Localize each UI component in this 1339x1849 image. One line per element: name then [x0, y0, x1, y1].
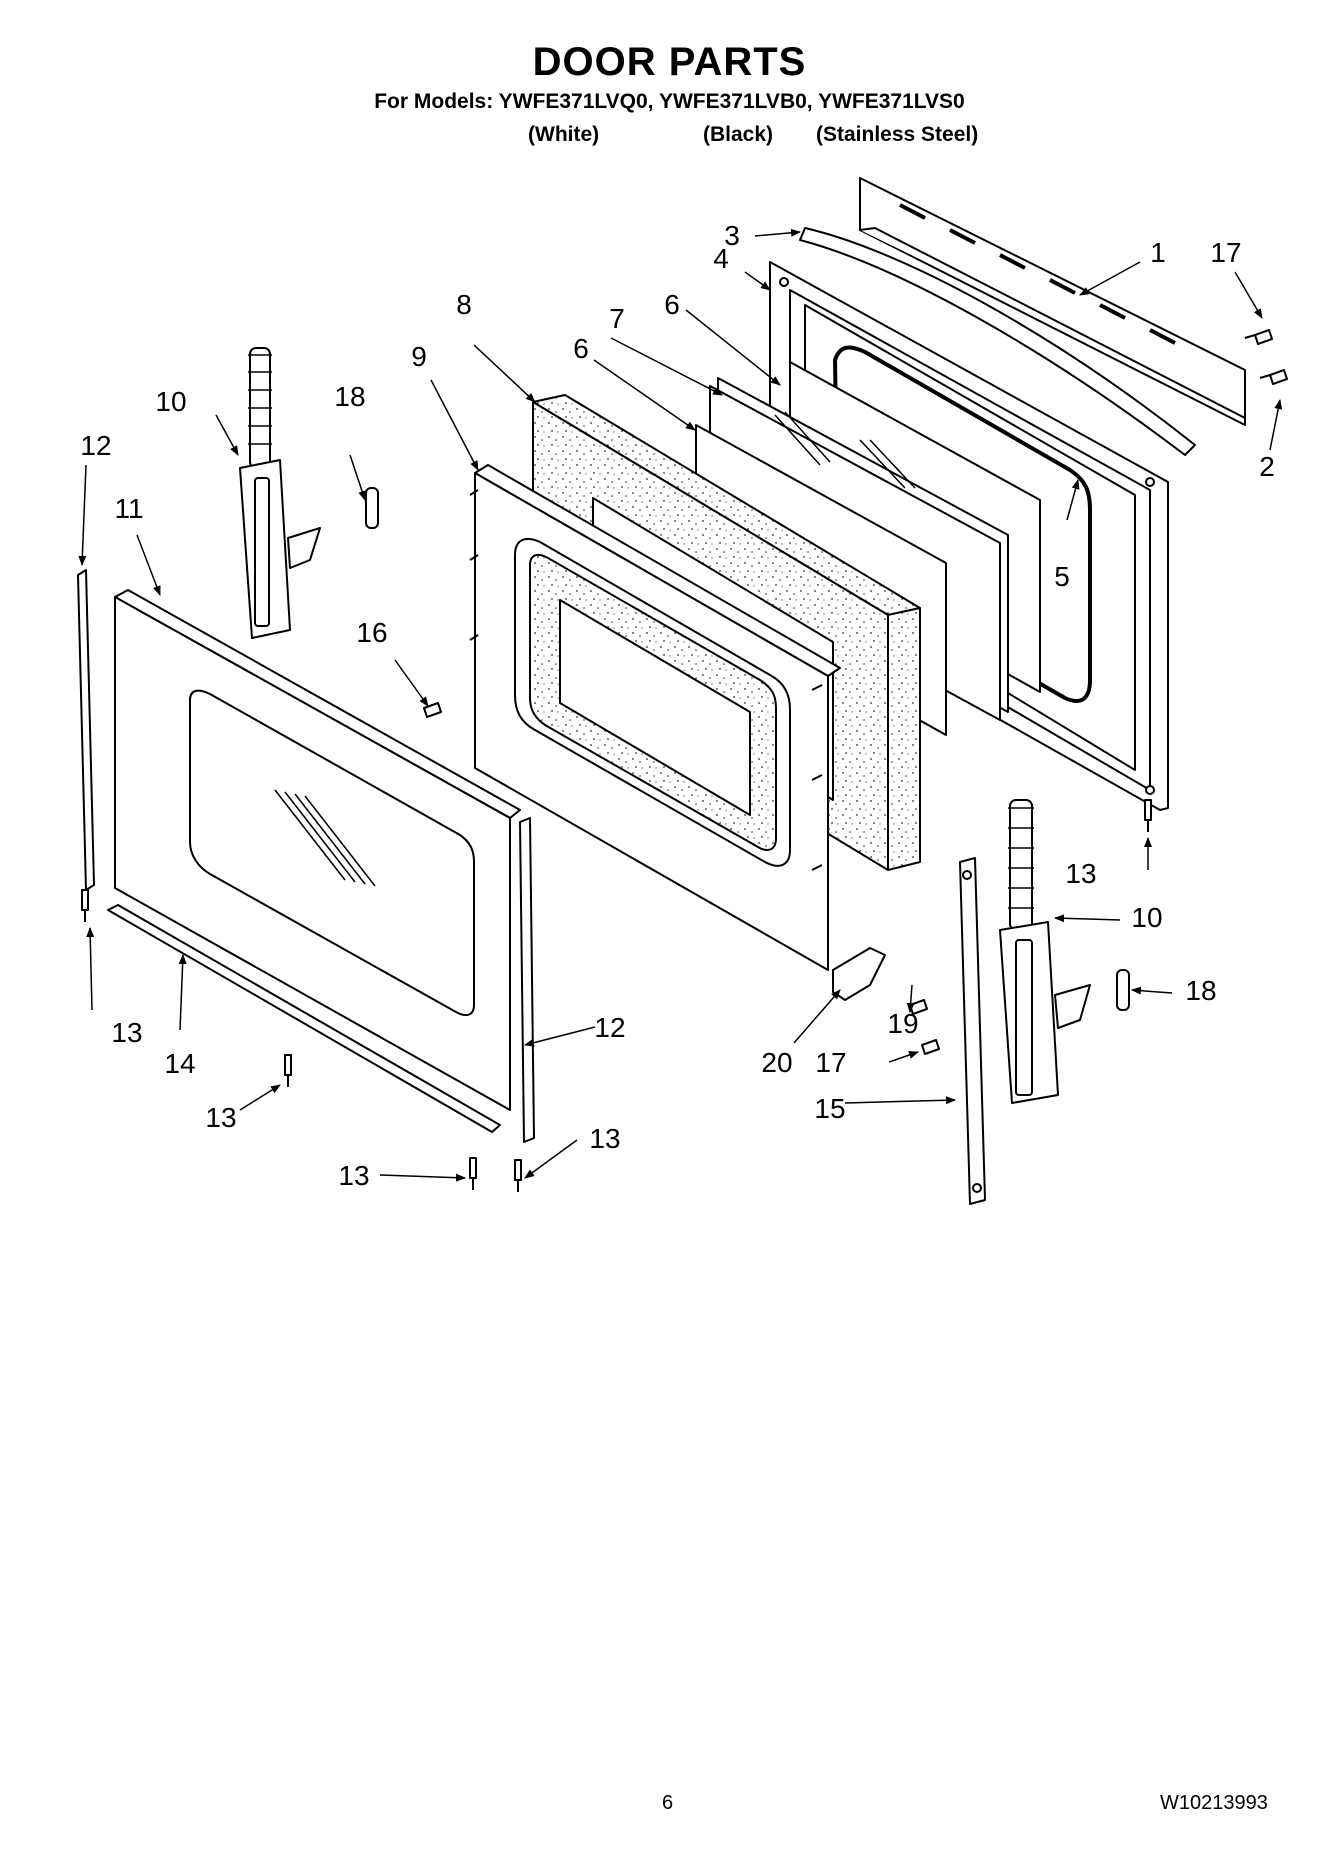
part-vertical-channel	[959, 857, 986, 1205]
callout-13-bottom: 13	[338, 1160, 369, 1191]
variant-white: (White)	[528, 123, 600, 146]
callout-13-bottom-left: 13	[205, 1102, 236, 1133]
callout-18-lower: 18	[1185, 975, 1216, 1006]
document-number: W10213993	[1160, 1792, 1268, 1814]
callout-6-lower: 6	[573, 333, 589, 364]
leader-lines	[78, 228, 1283, 1182]
callout-5: 5	[1054, 561, 1070, 592]
callout-3: 3	[724, 220, 740, 251]
callout-17-lower: 17	[815, 1047, 846, 1078]
part-outer-panel	[114, 589, 521, 1111]
callout-13-bottom-right: 13	[589, 1123, 620, 1154]
variant-black: (Black)	[703, 123, 774, 146]
callout-7: 7	[609, 303, 625, 334]
callout-19: 19	[887, 1008, 918, 1039]
callout-12-upper: 12	[80, 430, 111, 461]
callout-9: 9	[411, 341, 427, 372]
part-bracket	[832, 947, 886, 1001]
part-door-panel	[469, 464, 841, 971]
part-hinge-upper	[239, 347, 321, 639]
glass-glare	[774, 411, 916, 489]
callout-16: 16	[356, 617, 387, 648]
callout-11: 11	[114, 493, 143, 524]
callout-12-lower: 12	[594, 1012, 625, 1043]
callout-8: 8	[456, 289, 472, 320]
callout-15: 15	[814, 1093, 845, 1124]
callout-13-left: 13	[111, 1017, 142, 1048]
callout-4: 4	[713, 243, 729, 274]
callout-1: 1	[1150, 237, 1166, 268]
callout-18-upper: 18	[334, 381, 365, 412]
variant-stainless: (Stainless Steel)	[816, 123, 979, 146]
part-hinge-lower	[999, 799, 1091, 1104]
callout-10-lower: 10	[1131, 902, 1162, 933]
callout-20: 20	[761, 1047, 792, 1078]
part-clip-lower	[1116, 969, 1130, 1011]
part-side-trim-left	[77, 569, 95, 891]
page-title: DOOR PARTS	[532, 40, 807, 84]
callout-13-right: 13	[1065, 858, 1096, 889]
callout-14: 14	[164, 1048, 195, 1079]
page-number: 6	[662, 1792, 674, 1814]
models-line: For Models: YWFE371LVQ0, YWFE371LVB0, YW…	[374, 90, 965, 113]
part-side-trim-right	[519, 817, 535, 1143]
callout-10-upper: 10	[155, 386, 186, 417]
part-top-trim	[859, 177, 1246, 426]
part-bottom-trim	[107, 904, 501, 1133]
part-channel	[799, 227, 1196, 456]
callout-17-top: 17	[1210, 237, 1241, 268]
callout-6-upper: 6	[664, 289, 680, 320]
part-clip-upper	[365, 487, 379, 529]
callout-2: 2	[1259, 451, 1275, 482]
